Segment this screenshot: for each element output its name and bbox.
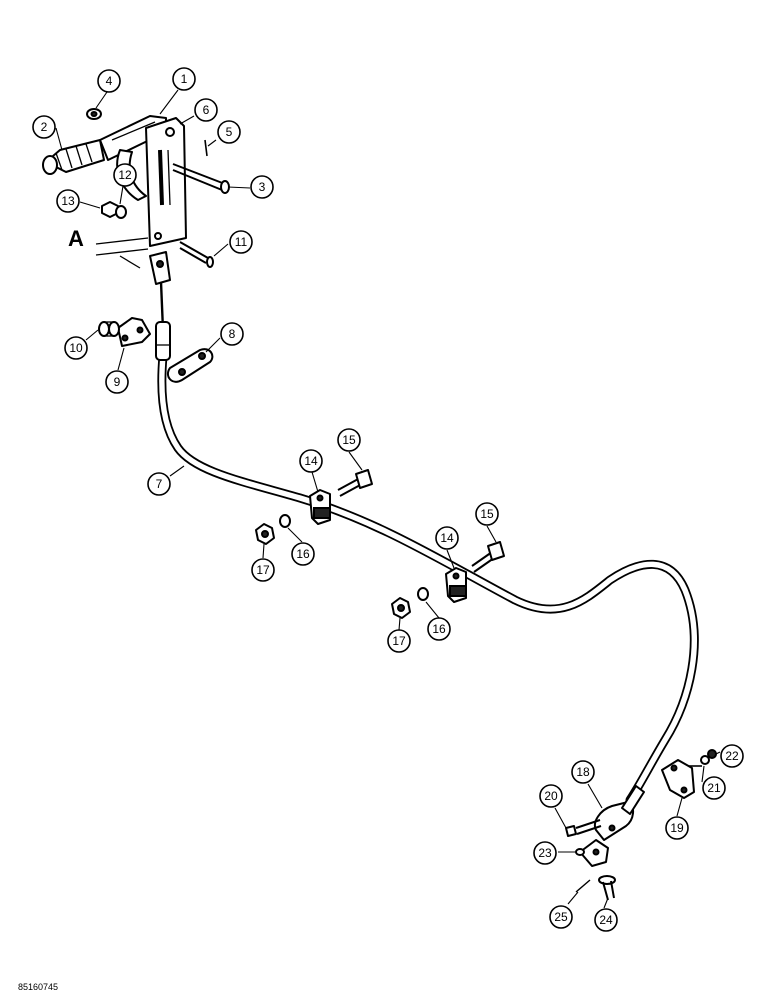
svg-text:24: 24	[599, 913, 613, 927]
callout-8: 8	[220, 322, 244, 346]
washer-16-right	[417, 587, 429, 601]
nut-17-right	[391, 597, 411, 619]
svg-text:7: 7	[156, 477, 163, 491]
svg-text:22: 22	[725, 749, 739, 763]
svg-text:23: 23	[538, 846, 552, 860]
callout-22: 22	[720, 744, 744, 768]
callout-19: 19	[665, 816, 689, 840]
callout-21: 21	[702, 776, 726, 800]
callout-14-right: 14	[435, 526, 459, 550]
callout-25: 25	[549, 905, 573, 929]
svg-text:16: 16	[432, 622, 446, 636]
mounting-plate-8	[166, 348, 214, 383]
svg-text:5: 5	[226, 125, 233, 139]
bolt-20	[565, 819, 602, 837]
bolt-15-left	[337, 469, 373, 497]
callout-2: 2	[32, 115, 56, 139]
cable-bracket-9	[117, 317, 151, 347]
svg-text:21: 21	[707, 781, 721, 795]
callout-14-left: 14	[299, 449, 323, 473]
mounting-plate	[145, 117, 187, 247]
svg-text:8: 8	[229, 327, 236, 341]
svg-text:6: 6	[203, 103, 210, 117]
view-label: A	[68, 226, 84, 251]
callout-18: 18	[571, 760, 595, 784]
spacer-10	[98, 321, 120, 337]
bolt-11	[179, 241, 214, 268]
callout-12: 12	[113, 163, 137, 187]
leader-lines	[55, 89, 721, 909]
callout-16-left: 16	[291, 542, 315, 566]
control-lever-assembly	[42, 108, 230, 285]
bolt-21	[688, 755, 710, 767]
lever-handle	[42, 139, 105, 175]
washer-16-left	[279, 514, 291, 528]
callout-23: 23	[533, 841, 557, 865]
callout-15-left: 15	[337, 428, 361, 452]
svg-text:12: 12	[118, 168, 132, 182]
callout-7: 7	[147, 472, 171, 496]
callout-17-left: 17	[251, 558, 275, 582]
callout-9: 9	[105, 370, 129, 394]
svg-text:1: 1	[181, 72, 188, 86]
svg-text:2: 2	[41, 120, 48, 134]
drawing-number: 85160745	[18, 982, 58, 992]
callout-11: 11	[229, 230, 253, 254]
lower-bracket-19	[661, 759, 695, 799]
callout-5: 5	[217, 120, 241, 144]
svg-text:17: 17	[392, 634, 406, 648]
svg-text:14: 14	[304, 454, 318, 468]
svg-text:16: 16	[296, 547, 310, 561]
callout-3: 3	[250, 175, 274, 199]
callout-1: 1	[172, 67, 196, 91]
pin-24	[598, 875, 616, 901]
bolt-15-right	[471, 541, 505, 573]
svg-text:11: 11	[235, 235, 248, 249]
clevis-23	[575, 839, 609, 867]
callout-6: 6	[194, 98, 218, 122]
callout-20: 20	[539, 784, 563, 808]
callout-24: 24	[594, 908, 618, 932]
svg-text:14: 14	[440, 531, 454, 545]
cotter-pin-25	[575, 879, 591, 893]
control-cable	[157, 351, 699, 805]
svg-text:19: 19	[670, 821, 684, 835]
svg-text:4: 4	[106, 74, 113, 88]
clamp-14-left	[309, 489, 331, 525]
nut-washer-12-13	[101, 201, 127, 219]
callout-4: 4	[97, 69, 121, 93]
svg-text:13: 13	[61, 194, 75, 208]
nut-17-left	[255, 523, 275, 545]
svg-text:17: 17	[256, 563, 270, 577]
svg-text:10: 10	[69, 341, 83, 355]
callout-17-right: 17	[387, 629, 411, 653]
svg-text:15: 15	[342, 433, 356, 447]
clamp-14-right	[445, 567, 467, 603]
svg-text:25: 25	[554, 910, 568, 924]
callout-13: 13	[56, 189, 80, 213]
callout-10: 10	[64, 336, 88, 360]
nut-22	[707, 749, 717, 759]
svg-text:18: 18	[576, 765, 590, 779]
callout-15-right: 15	[475, 502, 499, 526]
svg-text:20: 20	[544, 789, 558, 803]
svg-text:9: 9	[114, 375, 121, 389]
svg-text:15: 15	[480, 507, 494, 521]
cable-end-18	[594, 785, 645, 841]
svg-text:3: 3	[259, 180, 266, 194]
cable-clevis	[149, 251, 171, 285]
callout-16-right: 16	[427, 617, 451, 641]
cable-rod	[155, 281, 171, 361]
